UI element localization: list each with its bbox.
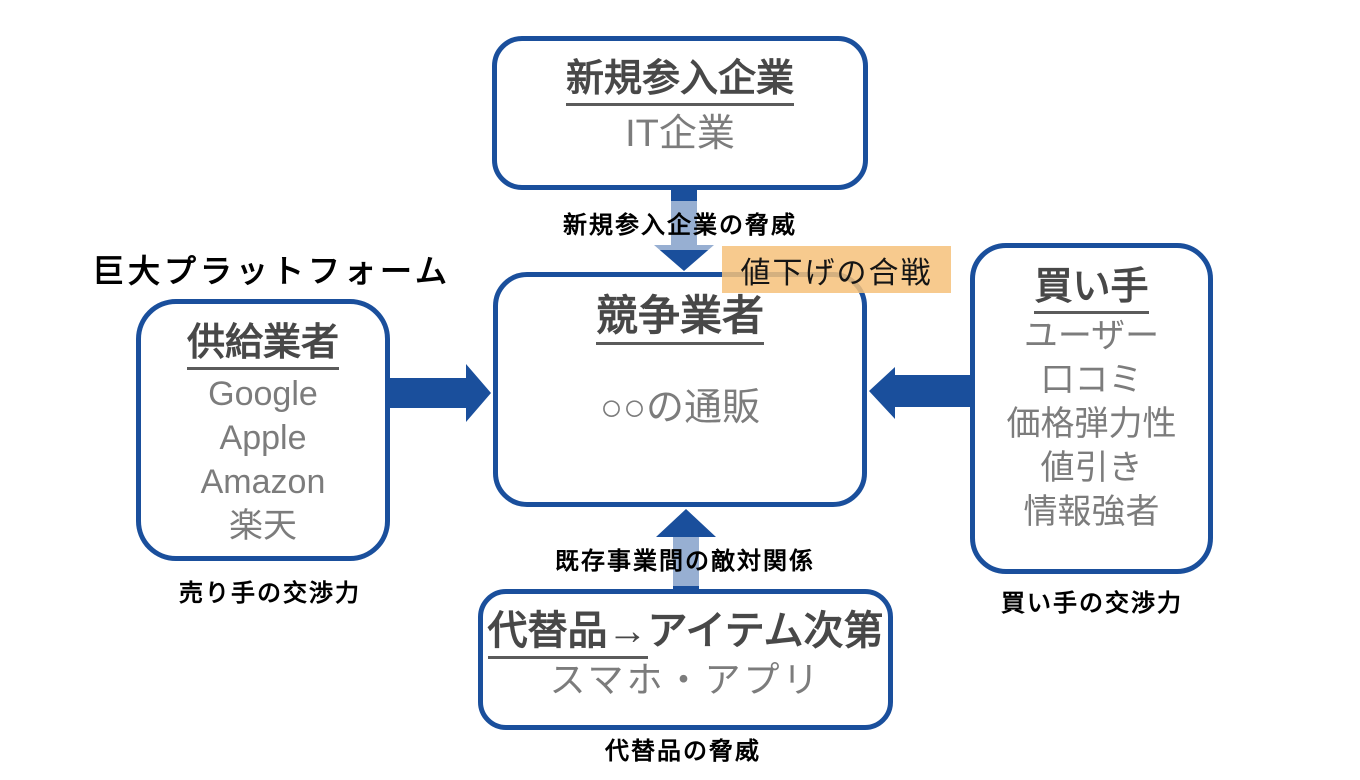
box-new-entrants-body: IT企業 — [625, 113, 735, 155]
arrow-left-icon — [869, 367, 971, 419]
box-competitors-title: 競争業者 — [498, 277, 862, 345]
platform-annotation: 巨大プラットフォーム — [92, 253, 452, 289]
box-suppliers-title: 供給業者 — [141, 304, 385, 370]
box-competitors: 競争業者 ○○の通販 — [493, 272, 867, 507]
label-buyer-power: 買い手の交渉力 — [1001, 590, 1183, 617]
supplier-item: Apple — [219, 419, 307, 457]
buyer-item: 値引き — [1040, 449, 1143, 487]
box-buyers: 買い手 ユーザー 口コミ 価格弾力性 値引き 情報強者 — [970, 243, 1213, 574]
label-supplier-power: 売り手の交渉力 — [179, 580, 361, 607]
buyer-item: ユーザー — [1023, 317, 1160, 355]
box-substitutes: 代替品→アイテム次第 スマホ・アプリ — [478, 589, 893, 730]
buyer-item: 情報強者 — [1023, 493, 1160, 531]
box-substitutes-title: 代替品→アイテム次第 — [483, 594, 888, 659]
arrow-right-icon — [388, 364, 491, 422]
supplier-item: Amazon — [200, 463, 326, 501]
supplier-item: 楽天 — [229, 507, 297, 545]
box-buyers-title: 買い手 — [975, 248, 1208, 314]
label-substitute-threat: 代替品の脅威 — [605, 738, 761, 765]
buyer-item: 口コミ — [1040, 361, 1143, 399]
box-competitors-body: ○○の通販 — [600, 387, 760, 429]
box-suppliers-body: Google Apple Amazon 楽天 — [141, 372, 385, 548]
price-war-text: 値下げの合戦 — [740, 256, 933, 290]
box-substitutes-body: スマホ・アプリ — [549, 659, 822, 700]
box-buyers-body: ユーザー 口コミ 価格弾力性 値引き 情報強者 — [975, 314, 1208, 534]
price-war-highlight: 値下げの合戦 — [722, 246, 951, 293]
label-rivalry: 既存事業間の敵対関係 — [545, 537, 825, 586]
supplier-item: Google — [208, 375, 318, 413]
buyer-item: 価格弾力性 — [1006, 405, 1177, 443]
box-new-entrants: 新規参入企業 IT企業 — [492, 36, 868, 190]
box-suppliers: 供給業者 Google Apple Amazon 楽天 — [136, 299, 390, 561]
box-new-entrants-title: 新規参入企業 — [497, 41, 863, 106]
label-new-entrants-threat: 新規参入企業の脅威 — [553, 201, 807, 250]
